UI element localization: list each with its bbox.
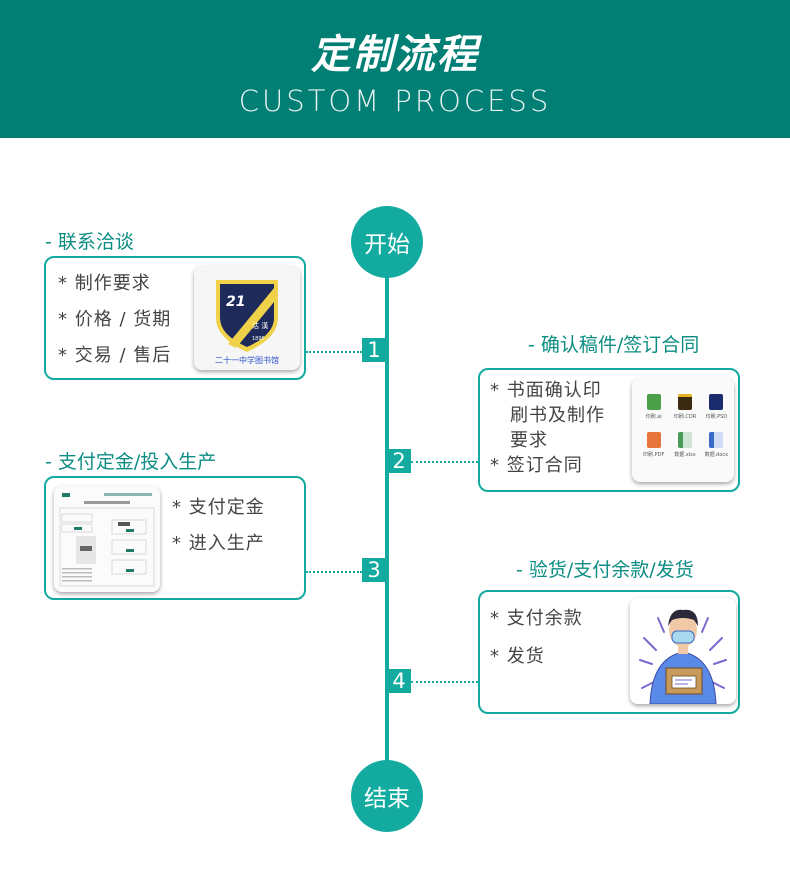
svg-text:1895: 1895 <box>252 336 265 342</box>
step-2-line: * 书面确认印 <box>490 380 602 401</box>
step-4-title: - 验货/支付余款/发货 <box>516 559 694 581</box>
step-1-line: * 交易 / 售后 <box>58 345 172 366</box>
step-4-connector <box>411 681 478 683</box>
svg-text:二十一中学图书馆: 二十一中学图书馆 <box>215 355 279 365</box>
svg-text:沽 漢: 沽 漢 <box>252 321 268 330</box>
file-item: 数据.xlsx <box>669 432 700 458</box>
step-4-line: * 支付余款 <box>490 608 583 629</box>
step-3-line: * 进入生产 <box>172 533 265 554</box>
page-title: 定制流程 <box>311 32 479 78</box>
step-1-card: * 制作要求 * 价格 / 货期 * 交易 / 售后 21 沽 漢 1895 二… <box>44 256 306 380</box>
step-2-card: * 书面确认印 刷书及制作 要求 * 签订合同 印刷.ai 印刷.CDR 印刷.… <box>478 368 740 492</box>
file-item: 数据.docx <box>701 432 732 458</box>
file-item: 印刷.CDR <box>669 394 700 420</box>
file-formats-image: 印刷.ai 印刷.CDR 印刷.PSD 印刷.PDF 数据.xlsx 数据.do… <box>632 378 734 482</box>
step-4-lines: * 支付余款 * 发货 <box>490 600 583 676</box>
step-3-connector <box>306 571 362 573</box>
step-2-line: 要求 <box>510 430 548 451</box>
delivery-person-image <box>630 598 736 704</box>
step-1-badge: 1 <box>362 338 386 362</box>
step-3-line: * 支付定金 <box>172 497 265 518</box>
step-2-line: * 签订合同 <box>490 455 583 476</box>
file-grid: 印刷.ai 印刷.CDR 印刷.PSD 印刷.PDF 数据.xlsx 数据.do… <box>638 394 732 458</box>
step-4-card: * 支付余款 * 发货 <box>478 590 740 714</box>
delivery-person-icon <box>630 598 736 704</box>
psd-file-icon <box>709 394 724 410</box>
start-node: 开始 <box>351 206 423 278</box>
step-2-lines: * 书面确认印 刷书及制作 要求 * 签订合同 <box>490 378 605 478</box>
header-banner: 定制流程 CUSTOM PROCESS <box>0 0 790 138</box>
step-2-line: 刷书及制作 <box>510 405 605 426</box>
step-3-card: * 支付定金 * 进入生产 <box>44 476 306 600</box>
pdf-file-icon <box>646 432 661 448</box>
ai-file-icon <box>646 394 661 410</box>
school-badge-image: 21 沽 漢 1895 二十一中学图书馆 <box>194 266 300 370</box>
docx-file-icon <box>709 432 724 448</box>
step-1-lines: * 制作要求 * 价格 / 货期 * 交易 / 售后 <box>58 266 171 374</box>
step-3-title: - 支付定金/投入生产 <box>45 451 217 473</box>
timeline-line <box>385 245 389 790</box>
svg-text:21: 21 <box>226 294 245 310</box>
step-2-connector <box>411 461 478 463</box>
step-4-badge: 4 <box>387 669 411 693</box>
step-4-line: * 发货 <box>490 646 545 667</box>
step-1-connector <box>306 351 362 353</box>
file-item: 印刷.PSD <box>701 394 732 420</box>
page-subtitle: CUSTOM PROCESS <box>238 84 552 118</box>
step-3-lines: * 支付定金 * 进入生产 <box>172 490 265 562</box>
step-2-badge: 2 <box>387 449 411 473</box>
step-1-title: - 联系洽谈 <box>45 231 134 253</box>
step-3-badge: 3 <box>362 558 386 582</box>
step-2-title: - 确认稿件/签订合同 <box>528 334 700 356</box>
step-1-line: * 价格 / 货期 <box>58 309 172 330</box>
cdr-file-icon <box>677 394 692 410</box>
production-document-image <box>54 486 160 592</box>
school-badge-icon: 21 沽 漢 1895 二十一中学图书馆 <box>194 266 300 370</box>
end-node: 结束 <box>351 760 423 832</box>
step-1-line: * 制作要求 <box>58 273 151 294</box>
file-item: 印刷.ai <box>638 394 669 420</box>
xlsx-file-icon <box>677 432 692 448</box>
file-item: 印刷.PDF <box>638 432 669 458</box>
production-document-icon <box>54 486 160 592</box>
